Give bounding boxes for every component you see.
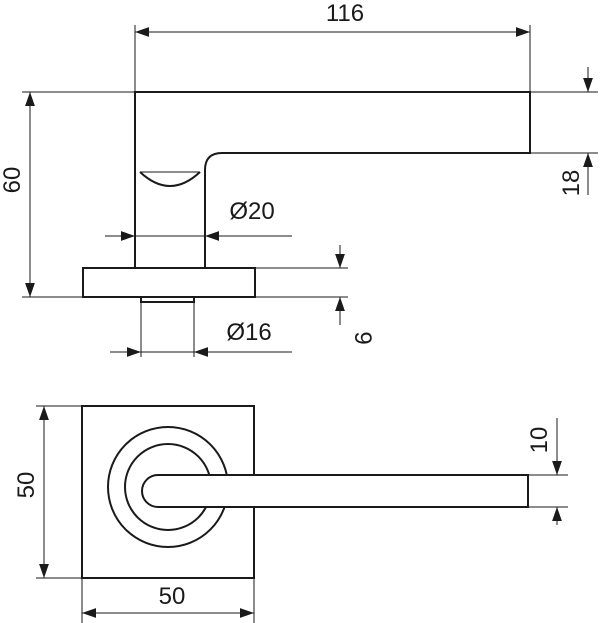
dim-label-116: 116 xyxy=(326,0,364,27)
neck-curve xyxy=(139,171,201,187)
dim-label-16: Ø16 xyxy=(226,319,271,346)
top-view: 50 50 10 xyxy=(13,405,568,623)
dim-label-10: 10 xyxy=(526,427,553,454)
dim-label-18: 18 xyxy=(558,170,585,197)
dim-label-50-vertical: 50 xyxy=(13,472,40,499)
side-view: 116 60 18 Ø20 9 Ø16 xyxy=(0,0,598,357)
lever-side-outline xyxy=(134,91,531,268)
rose-plate-side xyxy=(82,267,256,298)
spindle-top xyxy=(140,296,195,303)
dim-label-9: 9 xyxy=(349,331,376,344)
dim-label-50-horizontal: 50 xyxy=(159,583,186,610)
dim-label-60: 60 xyxy=(0,167,26,194)
lever-top-outline xyxy=(141,474,529,508)
dim-label-20: Ø20 xyxy=(229,198,274,225)
